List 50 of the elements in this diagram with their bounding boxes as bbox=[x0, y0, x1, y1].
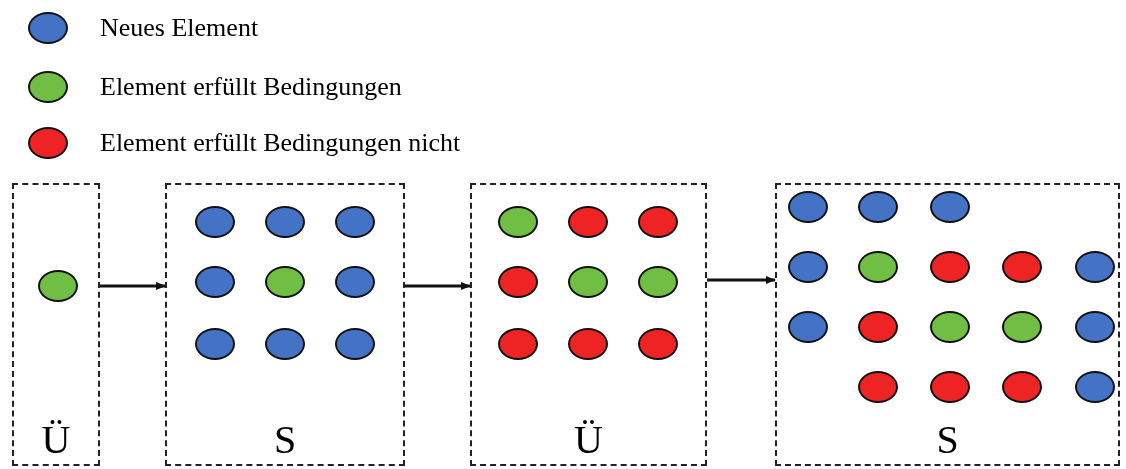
stage-box bbox=[12, 183, 100, 466]
arrow bbox=[707, 276, 776, 284]
arrow bbox=[405, 282, 471, 290]
element-dot bbox=[195, 328, 235, 360]
stage-label: Ü bbox=[573, 418, 604, 462]
stage-label: S bbox=[935, 418, 960, 462]
element-dot bbox=[638, 328, 678, 360]
element-dot bbox=[1002, 251, 1042, 283]
element-dot bbox=[1002, 311, 1042, 343]
element-dot bbox=[858, 311, 898, 343]
element-dot bbox=[788, 251, 828, 283]
element-dot bbox=[265, 206, 305, 238]
stage-box bbox=[165, 183, 405, 466]
stage-label: S bbox=[272, 418, 298, 462]
element-dot bbox=[638, 206, 678, 238]
element-dot bbox=[858, 371, 898, 403]
element-dot bbox=[1002, 371, 1042, 403]
element-dot bbox=[195, 206, 235, 238]
element-dot bbox=[1075, 311, 1115, 343]
stage-box bbox=[775, 183, 1120, 466]
element-dot bbox=[930, 191, 970, 223]
element-dot bbox=[1075, 251, 1115, 283]
element-dot bbox=[930, 371, 970, 403]
element-dot bbox=[195, 266, 235, 298]
element-dot bbox=[335, 206, 375, 238]
element-dot bbox=[568, 206, 608, 238]
element-dot bbox=[788, 191, 828, 223]
element-dot bbox=[38, 270, 78, 302]
legend-label: Element erfüllt Bedingungen bbox=[100, 72, 402, 102]
element-dot bbox=[335, 328, 375, 360]
element-dot bbox=[788, 311, 828, 343]
element-dot bbox=[568, 266, 608, 298]
element-dot bbox=[1075, 371, 1115, 403]
legend-label: Neues Element bbox=[100, 13, 259, 43]
element-dot bbox=[498, 266, 538, 298]
arrow bbox=[100, 282, 166, 290]
element-dot bbox=[335, 266, 375, 298]
stage-label: Ü bbox=[40, 418, 72, 462]
element-dot bbox=[568, 328, 608, 360]
element-dot bbox=[858, 251, 898, 283]
element-dot bbox=[265, 266, 305, 298]
stage-box bbox=[470, 183, 707, 466]
element-dot bbox=[498, 206, 538, 238]
element-dot bbox=[858, 191, 898, 223]
element-dot bbox=[930, 311, 970, 343]
element-dot bbox=[638, 266, 678, 298]
element-dot bbox=[498, 328, 538, 360]
element-dot bbox=[265, 328, 305, 360]
element-dot bbox=[930, 251, 970, 283]
legend-label: Element erfüllt Bedingungen nicht bbox=[100, 128, 461, 158]
